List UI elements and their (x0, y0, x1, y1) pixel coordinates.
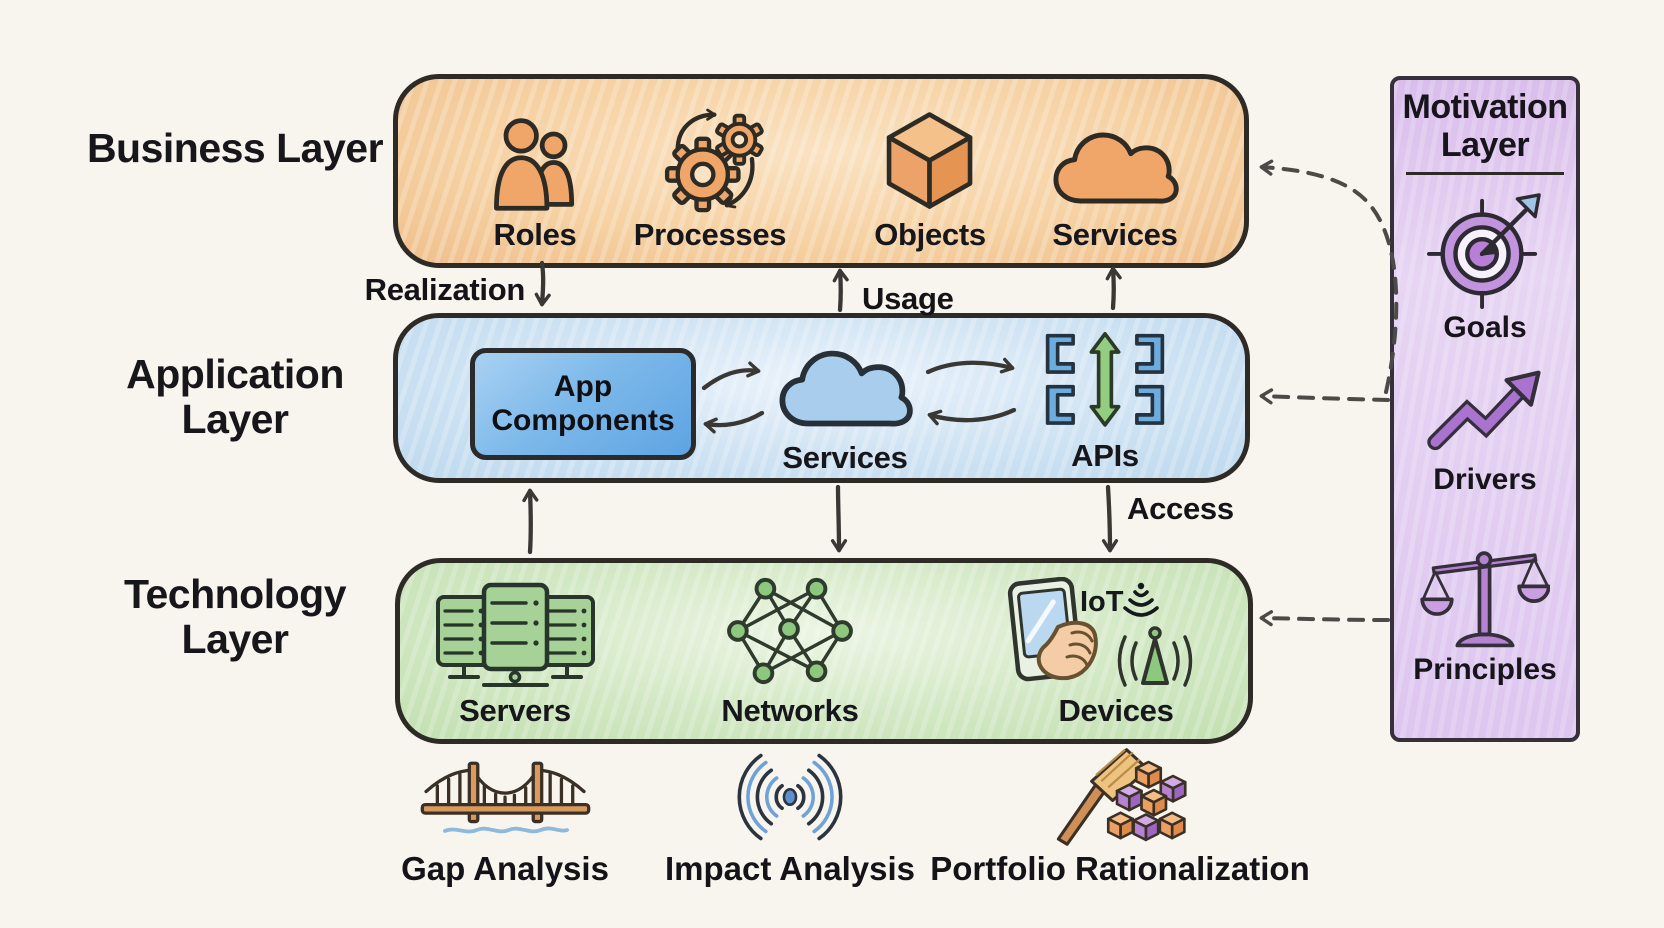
wifi-icon (1123, 582, 1159, 617)
cloud-icon (779, 350, 913, 427)
access-arrow (1101, 484, 1119, 553)
antenna-icon (1117, 626, 1193, 687)
analysis-label: Portfolio Rationalization (930, 850, 1310, 887)
access-label: Access (1127, 491, 1234, 526)
tech-to-app-arrow (522, 488, 539, 555)
broom-cubes-icon (1056, 748, 1187, 846)
gap-analysis-item: Gap Analysis (375, 752, 635, 888)
item-label: Servers (459, 693, 571, 728)
realization-arrow (534, 260, 551, 307)
target-arrow-icon (1427, 193, 1541, 309)
technology-layer-label: Technology Layer (123, 571, 347, 662)
cube-icon (886, 112, 973, 209)
gears-icon (664, 108, 764, 213)
technology-item-devices: IoT (996, 571, 1236, 729)
application-item-services: Services (755, 340, 935, 476)
impact-analysis-item: Impact Analysis (660, 748, 920, 888)
item-label: Principles (1413, 653, 1557, 686)
motivation-to-technology-dashed-arrow (1259, 610, 1390, 627)
business-item-objects: Objects (830, 93, 1030, 253)
app-to-tech-arrow (830, 484, 848, 553)
item-label: Processes (633, 217, 787, 252)
motivation-item-goals: Goals (1427, 193, 1543, 345)
app-components-label: App Components (491, 370, 675, 437)
balance-scale-icon (1420, 551, 1550, 648)
item-label: Drivers (1433, 463, 1537, 496)
motivation-to-application-dashed-arrow (1259, 388, 1390, 405)
server-racks-icon (435, 582, 595, 687)
realization-label: Realization (364, 272, 526, 307)
technology-item-networks: Networks (690, 567, 890, 729)
item-label: Services (1052, 217, 1178, 252)
usage-arrow (832, 268, 849, 313)
motivation-to-business-dashed-arrow (1259, 159, 1399, 394)
network-mesh-icon (727, 577, 853, 685)
item-label: Networks (721, 693, 859, 728)
motivation-item-drivers: Drivers (1424, 367, 1546, 497)
growth-arrow-icon (1427, 370, 1541, 451)
mobile-iot-icon: IoT (1007, 577, 1193, 687)
business-layer-box: Roles (393, 74, 1249, 268)
item-label: Goals (1443, 311, 1527, 344)
ripple-waves-icon (737, 753, 843, 841)
portfolio-rationalization-item: Portfolio Rationalization (885, 748, 1355, 888)
business-item-processes: Processes (610, 93, 810, 253)
item-label: Objects (874, 217, 986, 252)
application-item-apis: APIs (1015, 332, 1195, 474)
analysis-label: Impact Analysis (664, 850, 916, 887)
bridge-icon (420, 761, 590, 834)
app-components-box: App Components (470, 348, 696, 460)
app-to-business-arrow (1105, 266, 1122, 311)
motivation-layer-title: Motivation Layer (1402, 88, 1568, 164)
motivation-item-principles: Principles (1413, 531, 1557, 687)
technology-item-servers: Servers (410, 571, 620, 729)
item-label: Services (782, 440, 908, 475)
item-label: Devices (1058, 693, 1174, 728)
usage-label: Usage (862, 281, 954, 316)
application-layer-box: App Components Services APIs (393, 313, 1250, 483)
api-brackets-icon (1045, 332, 1165, 427)
divider (1406, 172, 1564, 175)
business-item-services: Services (1015, 93, 1215, 253)
iot-label: IoT (1080, 586, 1124, 618)
analysis-label: Gap Analysis (401, 850, 609, 887)
item-label: Roles (493, 217, 577, 252)
business-layer-label: Business Layer (86, 125, 384, 171)
item-label: APIs (1071, 438, 1139, 473)
technology-layer-box: Servers Networks (395, 558, 1253, 744)
people-icon (494, 118, 575, 211)
cloud-icon (1053, 132, 1179, 204)
motivation-layer-box: Motivation Layer Goals Drivers (1390, 76, 1580, 742)
application-layer-label: Application Layer (126, 351, 344, 442)
business-item-roles: Roles (435, 93, 635, 253)
